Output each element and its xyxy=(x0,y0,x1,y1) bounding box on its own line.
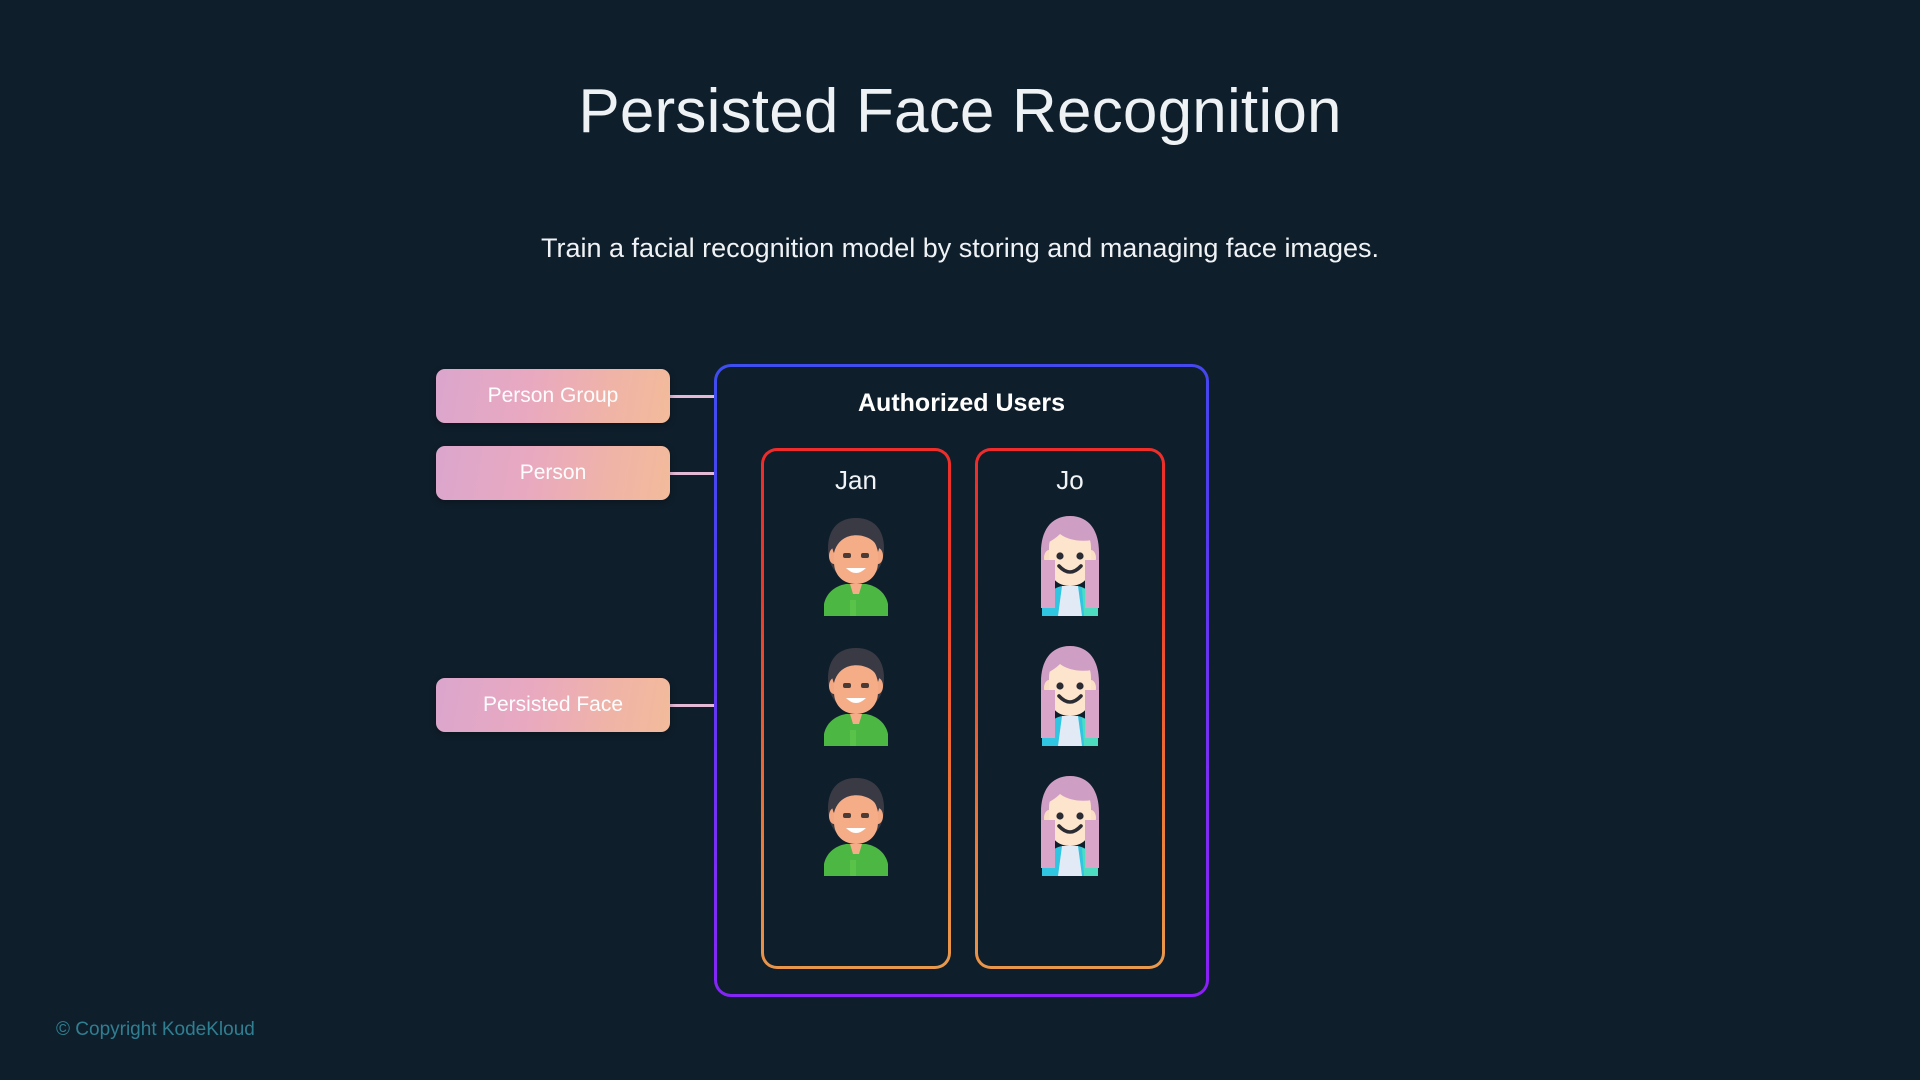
person-name-jo: Jo xyxy=(1056,465,1084,495)
legend-pill-person-group: Person Group xyxy=(436,369,670,423)
person-card-inner-jan: Jan xyxy=(764,451,948,966)
persisted-face-female-3 xyxy=(1041,776,1099,876)
legend-label-person: Person xyxy=(519,461,587,484)
person-group-inner: Authorized Users Jan xyxy=(717,367,1206,994)
legend-label-person-group: Person Group xyxy=(487,384,619,407)
person-group-heading: Authorized Users xyxy=(858,389,1065,417)
person-card-jo: Jo xyxy=(975,448,1165,969)
page-title: Persisted Face Recognition xyxy=(578,77,1342,146)
legend-pill-persisted-face: Persisted Face xyxy=(436,678,670,732)
legend-pill-person: Person xyxy=(436,446,670,500)
person-name-jan: Jan xyxy=(835,465,877,495)
person-card-inner-jo: Jo xyxy=(978,451,1162,966)
persisted-face-male-2 xyxy=(824,648,888,746)
persisted-face-male-1 xyxy=(824,518,888,616)
legend-label-persisted-face: Persisted Face xyxy=(482,693,624,716)
person-card-jan: Jan xyxy=(761,448,951,969)
person-list: Jan xyxy=(761,448,1165,969)
person-group-container: Authorized Users Jan xyxy=(714,364,1209,997)
persisted-face-female-1 xyxy=(1041,516,1099,616)
persisted-face-female-2 xyxy=(1041,646,1099,746)
page-subtitle: Train a facial recognition model by stor… xyxy=(541,233,1379,263)
persisted-face-male-3 xyxy=(824,778,888,876)
copyright-text: © Copyright KodeKloud xyxy=(56,1019,255,1040)
persisted-face-list-jan xyxy=(810,508,902,876)
persisted-face-list-jo xyxy=(1024,508,1116,876)
